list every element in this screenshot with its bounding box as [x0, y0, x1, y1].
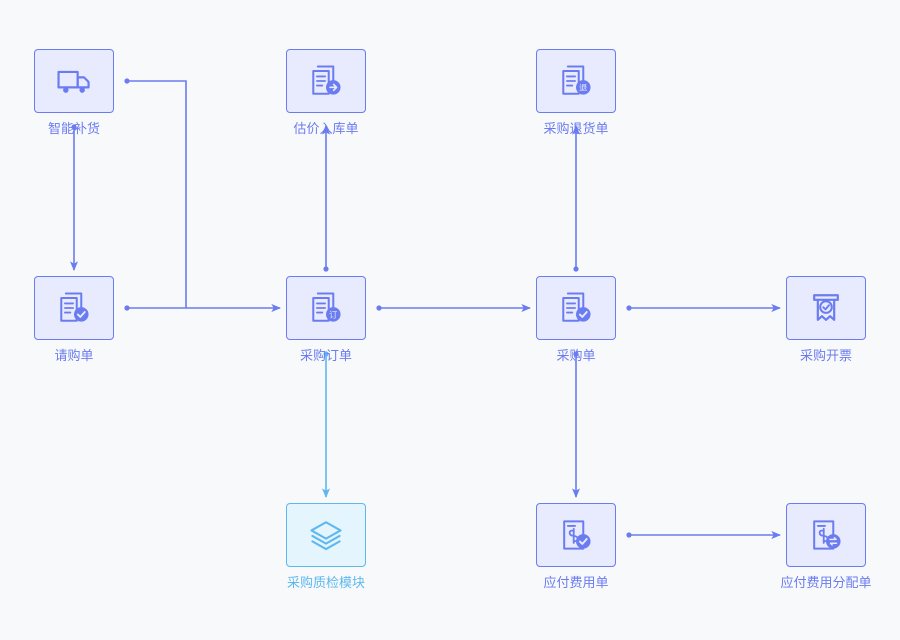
document-check-icon	[60, 292, 89, 322]
svg-text:退: 退	[579, 83, 587, 93]
money-document-allocate-icon	[813, 520, 841, 550]
node-label-purchase-invoice: 采购开票	[799, 349, 852, 364]
node-label-estimated-inbound-order: 估价入库单	[293, 122, 359, 137]
edge-receipt-to-payable	[571, 351, 581, 498]
edge-smart-to-requisition	[69, 124, 79, 271]
node-label-purchase-return-order: 采购退货单	[543, 122, 609, 137]
node-payable-expense-allocation-order[interactable]	[786, 503, 866, 567]
node-purchase-invoice[interactable]	[786, 276, 866, 340]
svg-text:订: 订	[329, 310, 337, 320]
node-label-purchase-order: 采购订单	[299, 349, 352, 364]
edge-purchase-order-to-receipt	[376, 303, 531, 313]
edge-receipt-to-return	[571, 125, 581, 272]
edge-purchase-order-to-qc	[321, 351, 331, 498]
truck-icon	[57, 70, 90, 93]
node-purchase-receipt[interactable]	[536, 276, 616, 340]
node-label-payable-expense-order: 应付费用单	[543, 576, 609, 591]
node-requisition-order[interactable]	[34, 276, 114, 340]
edge-requisition-to-purchase-order	[124, 303, 281, 313]
edge-smart-to-purchase-order	[124, 78, 187, 308]
document-return-icon: 退	[562, 65, 591, 95]
node-label-requisition-order: 请购单	[54, 349, 94, 364]
node-label-payable-expense-allocation-order: 应付费用分配单	[780, 576, 872, 591]
node-label-smart-replenishment: 智能补货	[47, 122, 100, 137]
node-smart-replenishment[interactable]	[34, 49, 114, 113]
node-payable-expense-order[interactable]	[536, 503, 616, 567]
document-check-icon	[562, 292, 591, 322]
invoice-ribbon-check-icon	[813, 294, 839, 321]
node-estimated-inbound-order[interactable]	[286, 49, 366, 113]
node-purchase-return-order[interactable]: 退	[536, 49, 616, 113]
edge-receipt-to-invoice	[626, 303, 781, 313]
document-order-icon: 订	[312, 292, 341, 322]
money-document-check-icon	[563, 520, 591, 550]
node-purchase-order[interactable]: 订	[286, 276, 366, 340]
edge-payable-to-allocation	[626, 530, 781, 540]
document-arrow-right-icon	[312, 65, 341, 95]
edge-purchase-order-to-estimated-inbound	[321, 125, 331, 272]
node-purchase-qc-module[interactable]	[286, 503, 366, 567]
node-label-purchase-qc-module: 采购质检模块	[286, 576, 365, 591]
layers-icon	[310, 521, 342, 551]
node-label-purchase-receipt: 采购单	[556, 349, 596, 364]
